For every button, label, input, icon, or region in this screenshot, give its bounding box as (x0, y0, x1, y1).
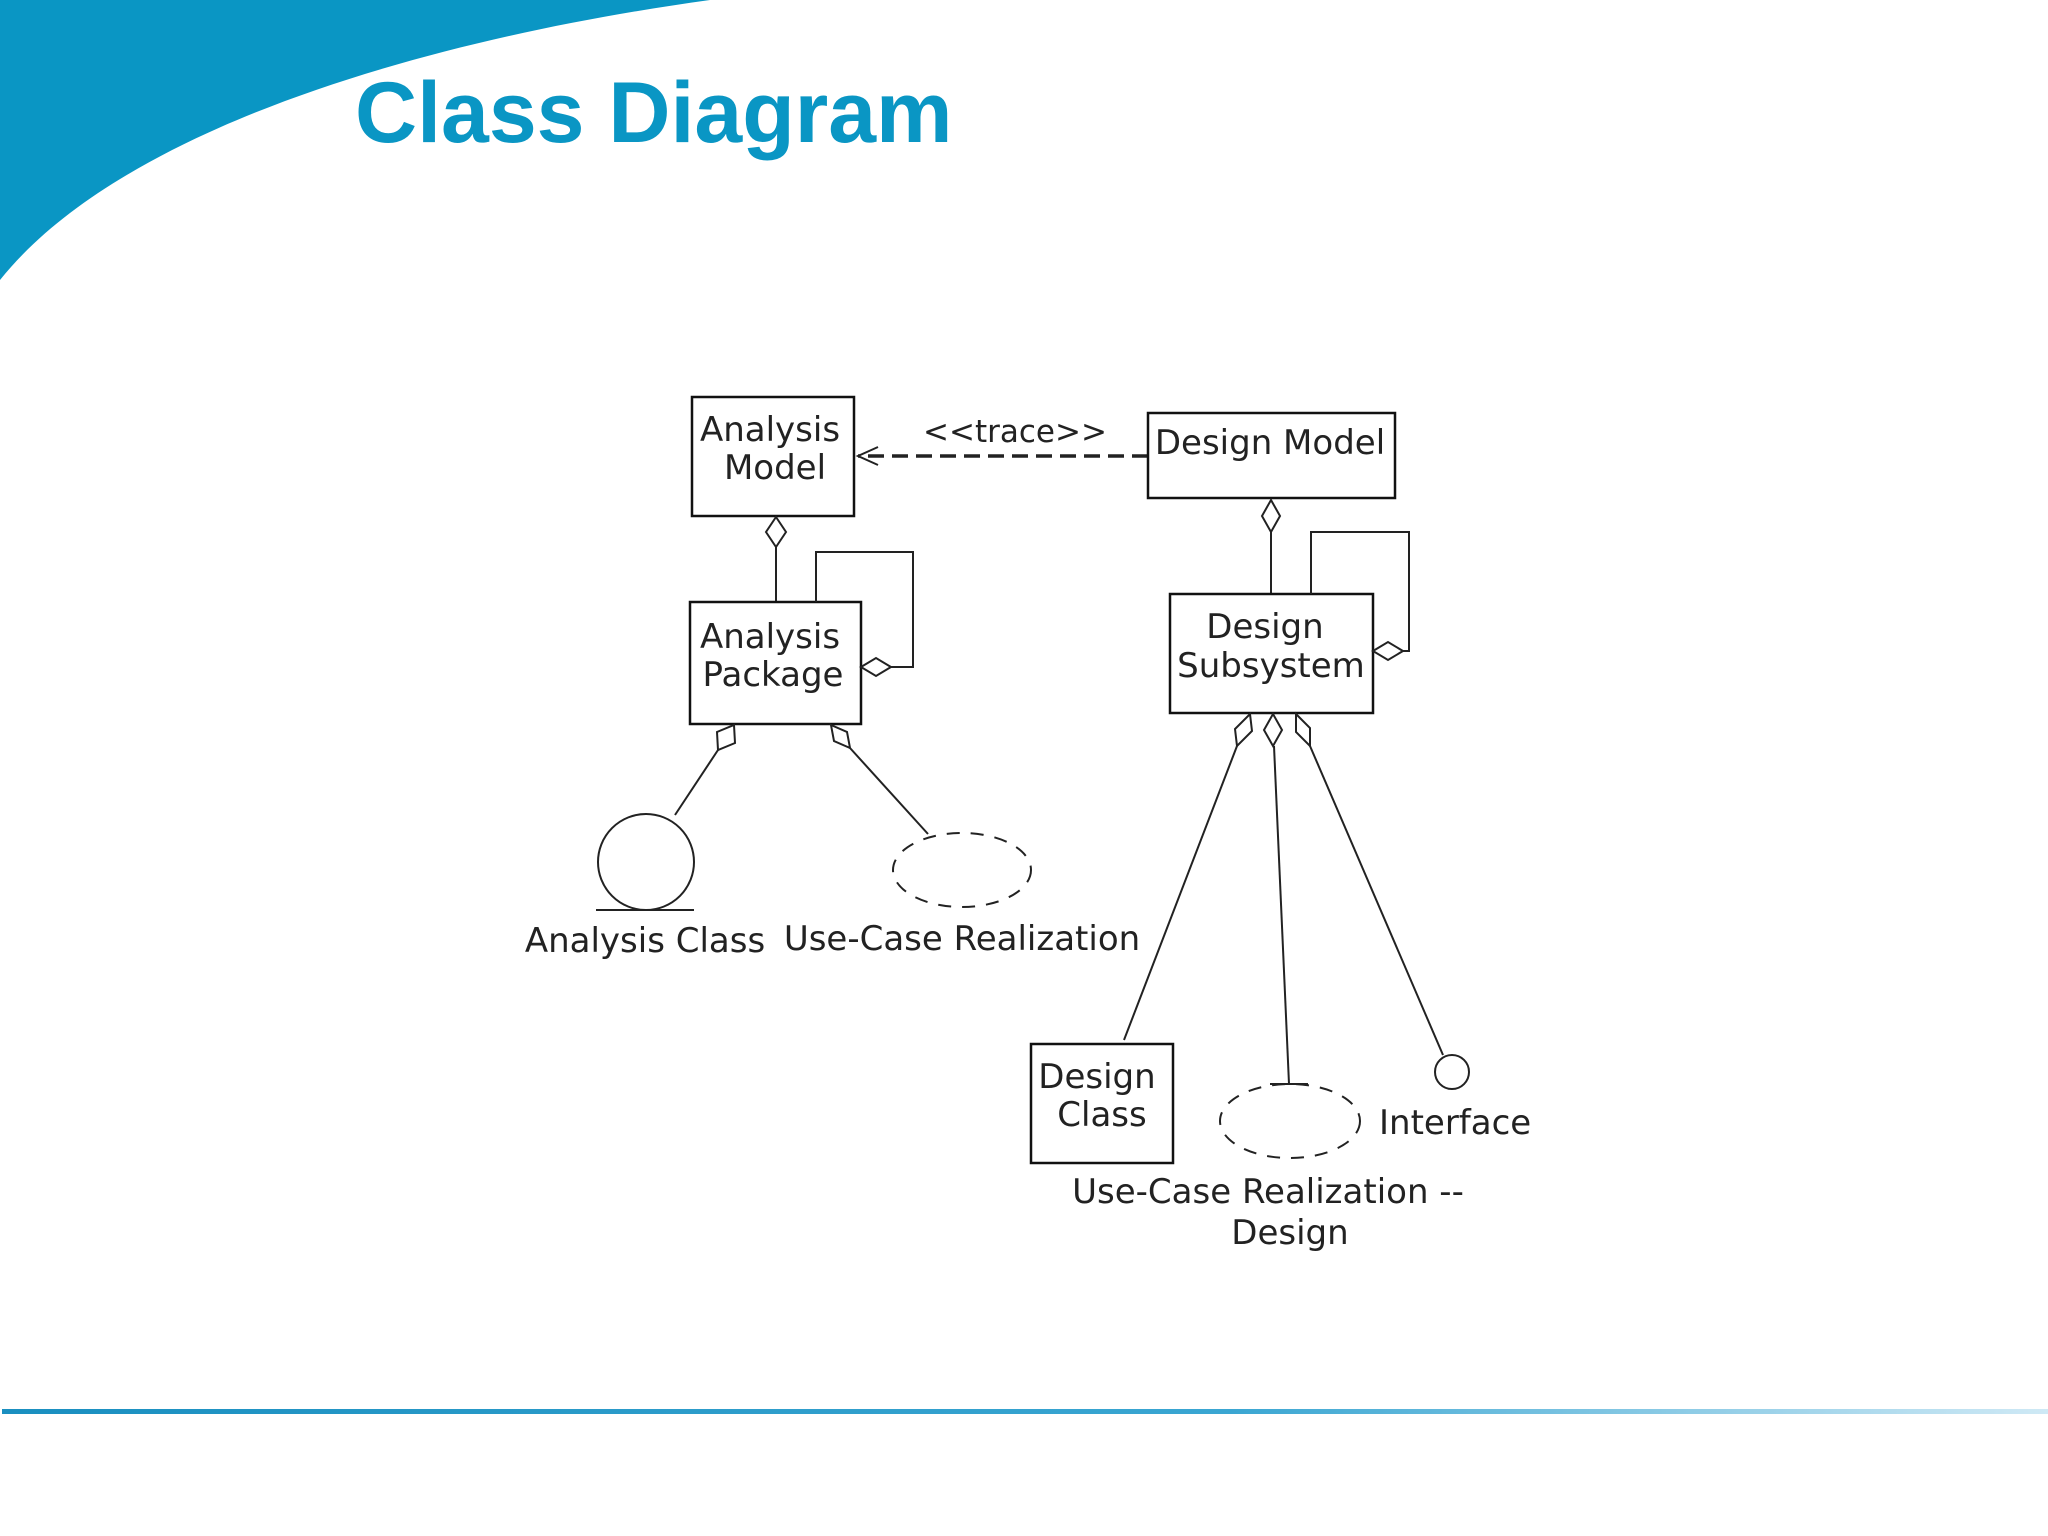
analysis-model-box (690, 395, 856, 518)
interface-label: Interface (1379, 1103, 1531, 1143)
footer-rule (2, 1409, 2048, 1414)
design-class-label-line1: Design (1038, 1057, 1155, 1097)
design-model-box (1146, 411, 1397, 500)
subsystem-to-interface-link (1309, 745, 1444, 1056)
package-to-use-case-link (849, 747, 929, 835)
aggregation-diamond-icon (764, 515, 788, 549)
dashed-ellipse-icon (892, 832, 1032, 908)
analysis-package-label-line2: Package (703, 655, 844, 695)
entity-class-icon (596, 813, 695, 911)
subsystem-to-design-class-link (1123, 745, 1238, 1041)
trace-stereotype-label: <<trace>> (923, 414, 1107, 450)
aggregation-diamond-icon (859, 656, 893, 678)
analysis-package-self-loop (815, 551, 914, 668)
interface-lollipop-icon (1434, 1054, 1470, 1090)
design-subsystem-box (1168, 592, 1375, 715)
aggregation-diamond-icon (1262, 711, 1284, 749)
subsystem-to-use-case-design-link (1273, 745, 1290, 1085)
aggregation-diamond-icon (1233, 711, 1254, 749)
analysis-model-label-line1: Analysis (700, 410, 840, 450)
design-model-label: Design Model (1155, 423, 1385, 463)
aggregation-diamond-icon (715, 723, 737, 752)
page-title: Class Diagram (355, 65, 953, 161)
analysis-package-box (688, 600, 863, 726)
aggregation-diamond-icon (1295, 711, 1311, 749)
aggregation-diamond-icon (1260, 497, 1282, 535)
trace-arrowhead-icon (855, 446, 879, 466)
aggregation-diamond-icon (829, 723, 852, 750)
design-class-label-line2: Class (1057, 1095, 1146, 1135)
use-case-realization-label: Use-Case Realization (784, 919, 1140, 959)
design-class-box (1029, 1042, 1175, 1165)
analysis-model-label-line2: Model (724, 448, 826, 488)
header-swoosh (0, 0, 710, 280)
design-subsystem-label-line1: Design (1206, 607, 1323, 647)
dashed-ellipse-icon (1219, 1083, 1361, 1159)
package-to-analysis-class-link (674, 749, 719, 816)
use-case-realization-design-label-line1: Use-Case Realization -- (1072, 1172, 1464, 1212)
design-subsystem-self-loop (1310, 531, 1410, 652)
analysis-class-label: Analysis Class (525, 921, 765, 961)
use-case-realization-design-label-line2: Design (1231, 1213, 1348, 1253)
aggregation-diamond-icon (1371, 640, 1405, 662)
design-subsystem-label-line2: Subsystem (1177, 646, 1365, 686)
analysis-package-label-line1: Analysis (700, 617, 840, 657)
